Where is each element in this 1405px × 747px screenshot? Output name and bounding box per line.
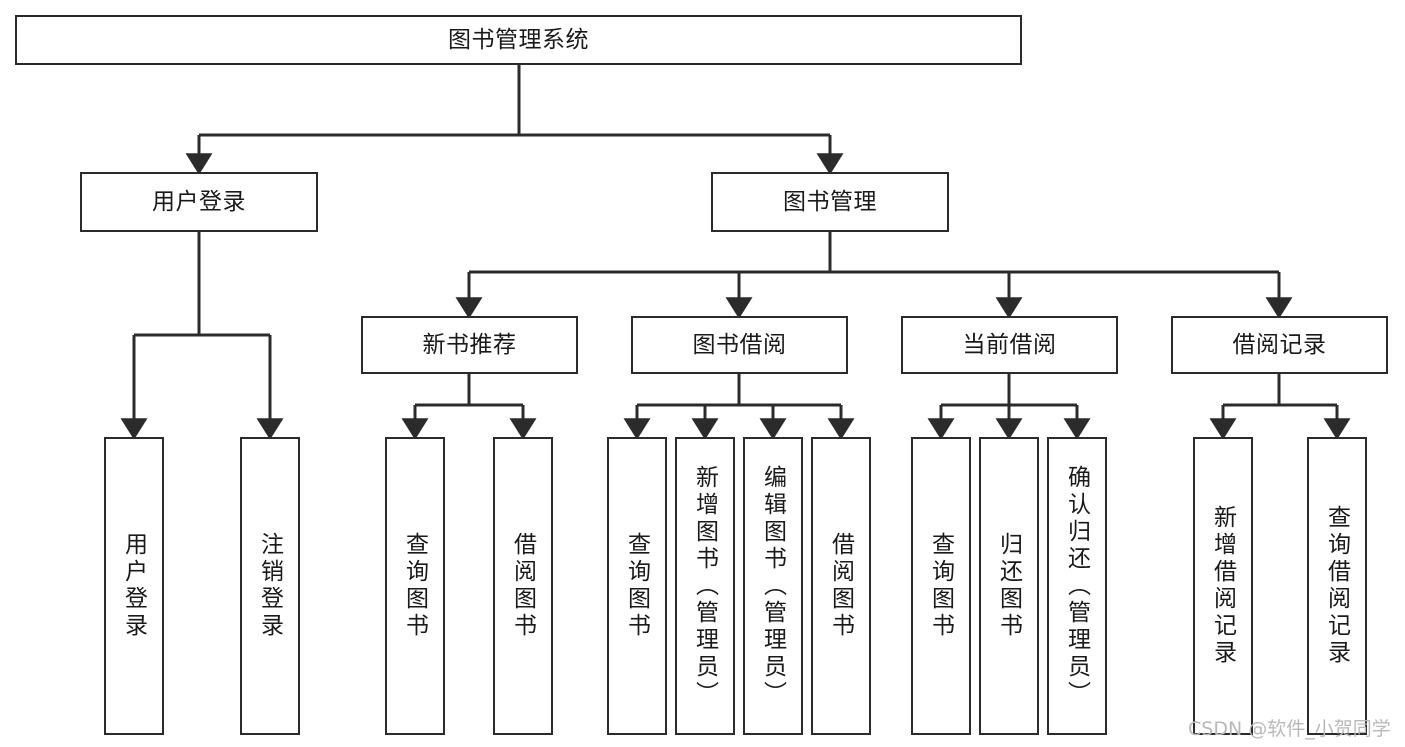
node-leaf-query-book-recommend[interactable]: 查询图书 <box>385 437 445 735</box>
node-label: 借阅图书 <box>510 532 537 640</box>
node-label: 图书管理 <box>783 188 877 215</box>
node-label: 借阅图书 <box>828 532 855 640</box>
node-book-borrow[interactable]: 图书借阅 <box>631 316 848 374</box>
node-label: 归还图书 <box>996 532 1023 640</box>
node-label: 查询借阅记录 <box>1324 505 1351 667</box>
node-leaf-borrow-book-recommend[interactable]: 借阅图书 <box>493 437 553 735</box>
node-user-login[interactable]: 用户登录 <box>80 172 318 232</box>
node-leaf-add-borrow-record[interactable]: 新增借阅记录 <box>1193 437 1253 735</box>
node-label: 编辑图书（管理员） <box>760 464 787 708</box>
node-label: 新增借阅记录 <box>1210 505 1237 667</box>
node-leaf-query-book-current[interactable]: 查询图书 <box>911 437 971 735</box>
node-label: 新增图书（管理员） <box>692 464 719 708</box>
node-leaf-user-login[interactable]: 用户登录 <box>104 437 164 735</box>
node-current-borrow[interactable]: 当前借阅 <box>901 316 1118 374</box>
node-leaf-confirm-return-admin[interactable]: 确认归还（管理员） <box>1047 437 1107 735</box>
node-label: 新书推荐 <box>422 331 517 358</box>
node-leaf-edit-book-admin[interactable]: 编辑图书（管理员） <box>743 437 803 735</box>
node-label: 图书管理系统 <box>448 26 589 53</box>
node-label: 用户登录 <box>152 188 246 215</box>
node-leaf-borrow-book[interactable]: 借阅图书 <box>811 437 871 735</box>
node-book-management[interactable]: 图书管理 <box>711 172 949 232</box>
node-label: 用户登录 <box>121 532 148 640</box>
node-leaf-query-borrow-record[interactable]: 查询借阅记录 <box>1307 437 1367 735</box>
node-leaf-add-book-admin[interactable]: 新增图书（管理员） <box>675 437 735 735</box>
node-label: 注销登录 <box>257 532 284 640</box>
node-label: 查询图书 <box>624 532 651 640</box>
node-root-book-management-system[interactable]: 图书管理系统 <box>15 15 1022 65</box>
watermark-text: CSDN @软件_小贺同学 <box>1188 718 1391 740</box>
node-borrow-record[interactable]: 借阅记录 <box>1171 316 1388 374</box>
node-leaf-query-book-borrow[interactable]: 查询图书 <box>607 437 667 735</box>
node-label: 当前借阅 <box>962 331 1057 358</box>
node-label: 确认归还（管理员） <box>1064 464 1091 708</box>
node-label: 查询图书 <box>402 532 429 640</box>
node-label: 查询图书 <box>928 532 955 640</box>
node-label: 借阅记录 <box>1232 331 1327 358</box>
node-leaf-logout[interactable]: 注销登录 <box>240 437 300 735</box>
node-label: 图书借阅 <box>692 331 787 358</box>
node-leaf-return-book[interactable]: 归还图书 <box>979 437 1039 735</box>
node-new-book-recommend[interactable]: 新书推荐 <box>361 316 578 374</box>
